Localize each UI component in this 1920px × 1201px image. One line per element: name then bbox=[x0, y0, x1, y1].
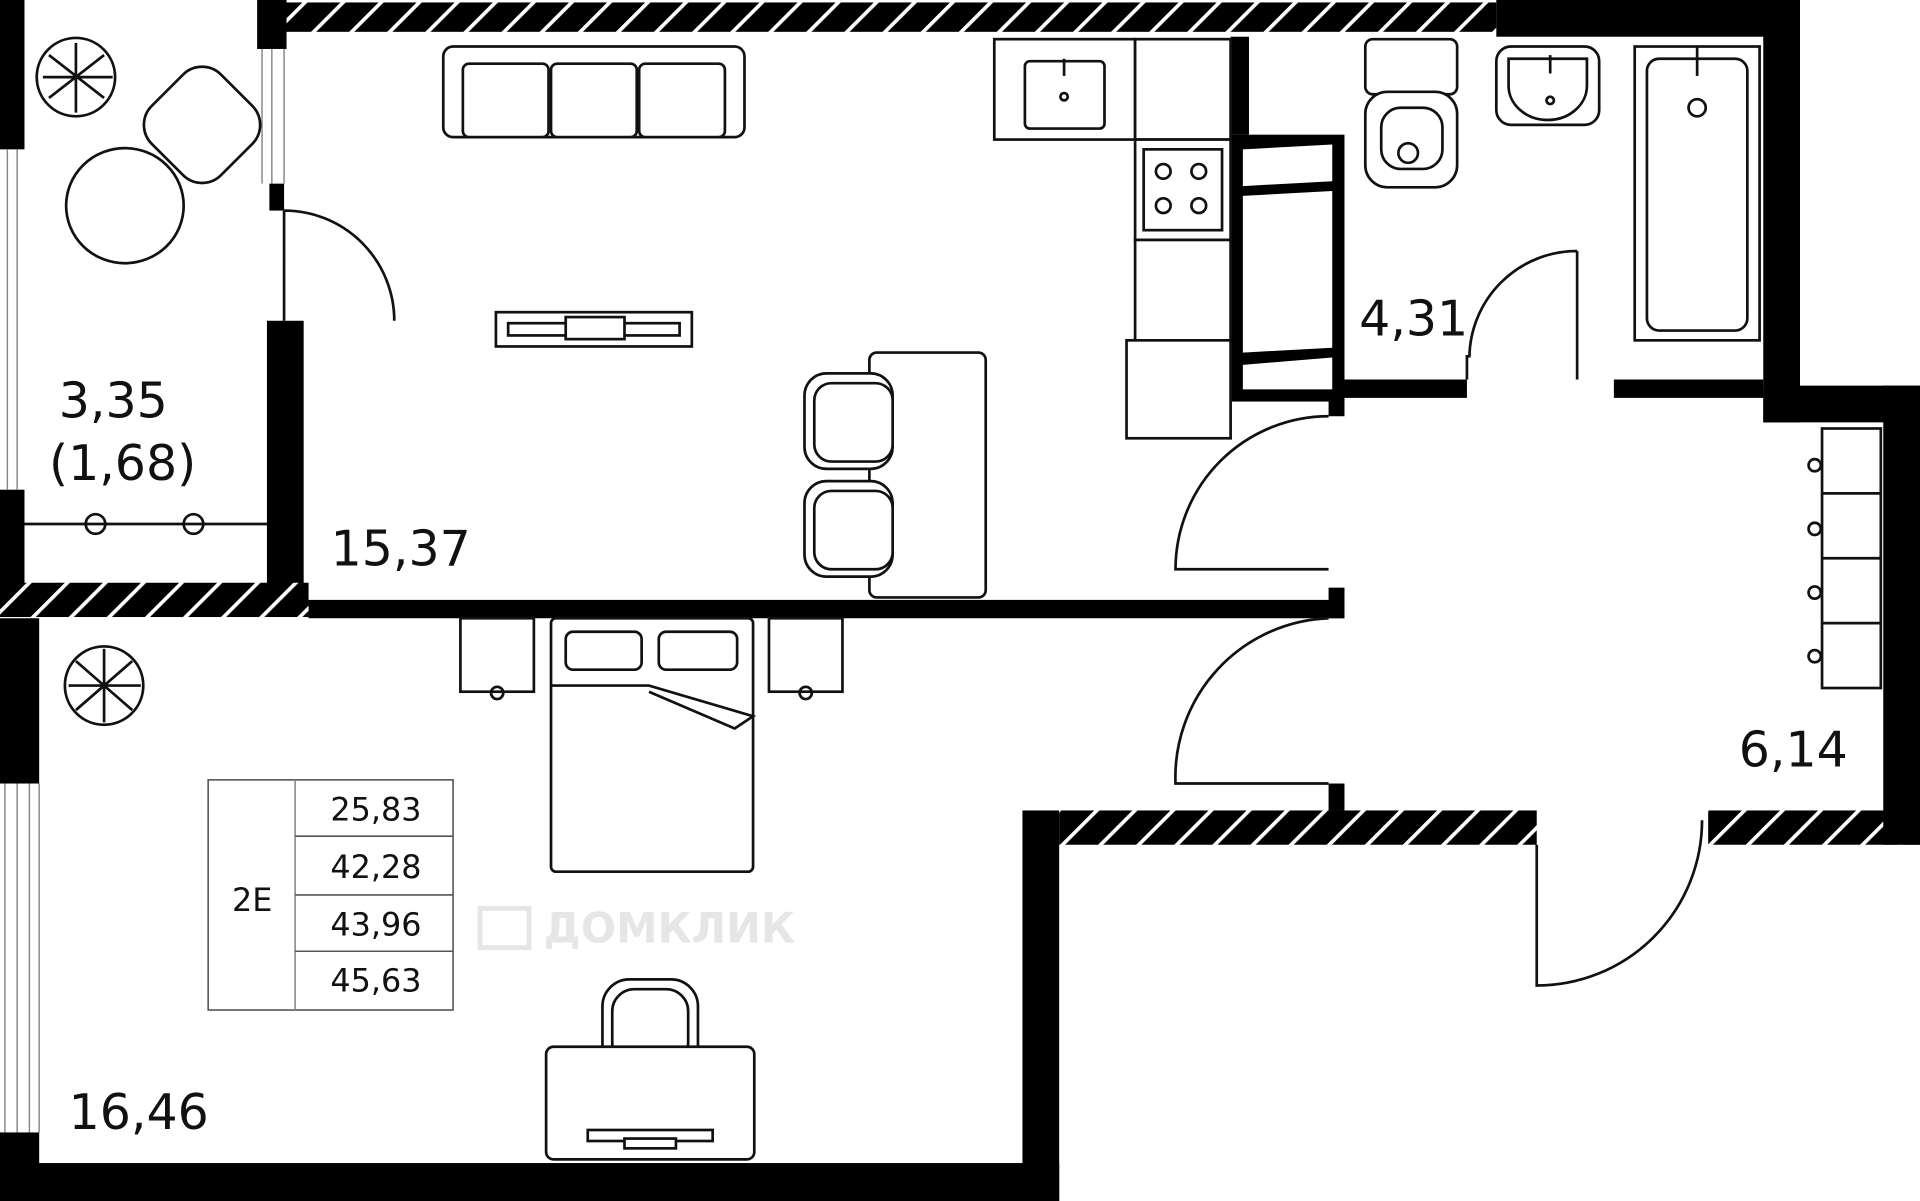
plant-icon bbox=[35, 36, 117, 118]
apartment-type: 2E bbox=[232, 881, 272, 919]
watermark: ДОМКЛИК bbox=[477, 904, 795, 953]
kitchen-living-area: 15,37 bbox=[331, 521, 471, 578]
loggia-reduced-area: (1,68) bbox=[49, 435, 196, 492]
table-value: 45,63 bbox=[330, 962, 421, 1000]
furniture bbox=[24, 36, 1883, 1161]
table-value: 43,96 bbox=[330, 905, 421, 943]
doors bbox=[282, 209, 1704, 987]
loggia-area: 3,35 bbox=[59, 372, 168, 429]
summary-table: 2E 25,83 42,28 43,96 45,63 bbox=[207, 779, 454, 1011]
table-value: 42,28 bbox=[330, 848, 421, 886]
table-value: 25,83 bbox=[330, 790, 421, 828]
plant-icon bbox=[63, 645, 145, 727]
watermark-text: ДОМКЛИК bbox=[544, 904, 795, 953]
bedroom-area: 16,46 bbox=[69, 1084, 209, 1141]
hall-area: 6,14 bbox=[1739, 721, 1848, 778]
bathroom-area: 4,31 bbox=[1359, 290, 1468, 347]
windows bbox=[4, 48, 285, 1133]
